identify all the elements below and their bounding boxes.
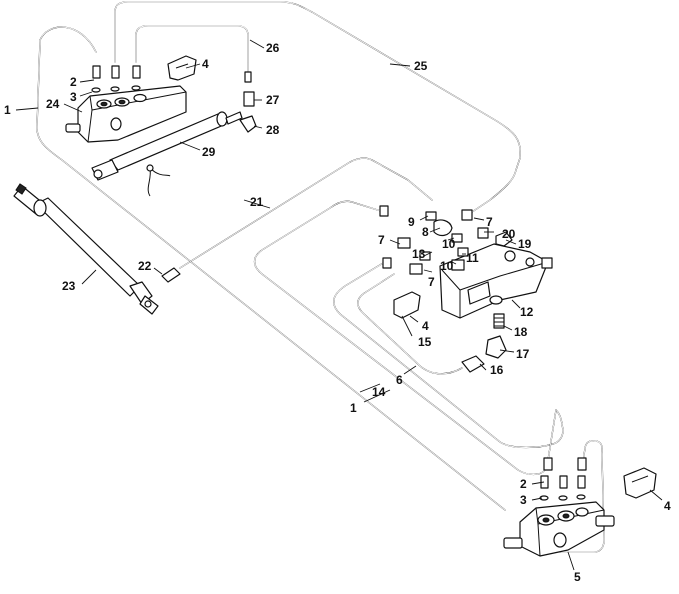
callout-29: 29 (202, 145, 216, 159)
lower-bracket-4 (623, 467, 657, 499)
fitting-22 (161, 267, 181, 283)
fitting-16 (461, 355, 485, 373)
callout-25: 25 (414, 59, 428, 73)
tube-1 (36, 26, 506, 511)
callout-7c: 7 (428, 275, 435, 289)
middle-bracket-4 (393, 291, 421, 319)
callout-19: 19 (518, 237, 532, 251)
fitting-7c (409, 263, 423, 275)
fitting-10b (451, 259, 465, 271)
fitting-7b (397, 237, 411, 249)
fitting-20 (477, 227, 489, 239)
callout-26: 26 (266, 41, 280, 55)
callout-10b: 10 (440, 259, 454, 273)
cylinder-29 (91, 71, 257, 181)
callout-4-middle: 4 (422, 319, 429, 333)
callout-numbers: 1 1 2 2 3 3 4 4 4 5 6 7 7 7 8 9 10 10 11… (4, 41, 671, 584)
tube-14-end (379, 205, 389, 217)
tube-6 (333, 261, 564, 461)
callout-23: 23 (62, 279, 76, 293)
tube-6-end (382, 257, 392, 269)
callout-24: 24 (46, 97, 60, 111)
fitting-9 (425, 211, 437, 221)
callout-8: 8 (422, 225, 429, 239)
cylinder-23 (13, 183, 181, 315)
callout-3-lower: 3 (520, 493, 527, 507)
lower-control-valve (503, 457, 657, 557)
callout-5: 5 (574, 570, 581, 584)
callout-3-upper: 3 (70, 90, 77, 104)
cylinder-29-hose (147, 167, 171, 197)
callout-10a: 10 (442, 237, 456, 251)
upper-fitting-2b (111, 65, 120, 79)
elbow-17 (485, 335, 507, 359)
callout-9: 9 (408, 215, 415, 229)
callout-2-upper: 2 (70, 75, 77, 89)
callout-1-lower: 1 (350, 401, 357, 415)
callout-18: 18 (514, 325, 528, 339)
callout-1-upper: 1 (4, 103, 11, 117)
callout-7a: 7 (486, 215, 493, 229)
callout-27: 27 (266, 93, 280, 107)
elbow-28 (239, 115, 257, 133)
callout-14: 14 (372, 385, 386, 399)
tube-25 (114, 1, 521, 213)
callout-28: 28 (266, 123, 280, 137)
callout-17: 17 (516, 347, 530, 361)
tube-return-right (559, 440, 605, 553)
tube-26 (135, 25, 249, 73)
callout-6: 6 (396, 373, 403, 387)
tube-21 (179, 157, 433, 269)
callout-21: 21 (250, 195, 264, 209)
callout-4-upper: 4 (202, 57, 209, 71)
fitting-7a (461, 209, 473, 221)
callout-7b: 7 (378, 233, 385, 247)
middle-control-valve (379, 205, 553, 373)
part-18 (493, 313, 505, 329)
fitting-10a (451, 233, 463, 243)
callout-20: 20 (502, 227, 516, 241)
callout-16: 16 (490, 363, 504, 377)
nut-19 (495, 231, 513, 247)
upper-bracket-4 (167, 55, 197, 81)
upper-control-valve (65, 55, 197, 143)
callout-15: 15 (418, 335, 432, 349)
upper-fitting-2a (92, 65, 101, 79)
tube-26-end (244, 71, 252, 83)
callout-22: 22 (138, 259, 152, 273)
fitting-11 (457, 247, 469, 257)
tee-8 (433, 219, 453, 237)
leader-lines (15, 39, 663, 571)
callout-4-lower: 4 (664, 499, 671, 513)
fitting-27 (243, 91, 255, 107)
upper-fitting-2c (132, 65, 141, 79)
callout-2-lower: 2 (520, 477, 527, 491)
callout-12: 12 (520, 305, 534, 319)
callout-13: 13 (412, 247, 426, 261)
hydraulic-tubes (36, 1, 605, 553)
tube-14 (253, 200, 549, 476)
callout-11: 11 (466, 251, 479, 265)
tube-15 (357, 273, 463, 375)
